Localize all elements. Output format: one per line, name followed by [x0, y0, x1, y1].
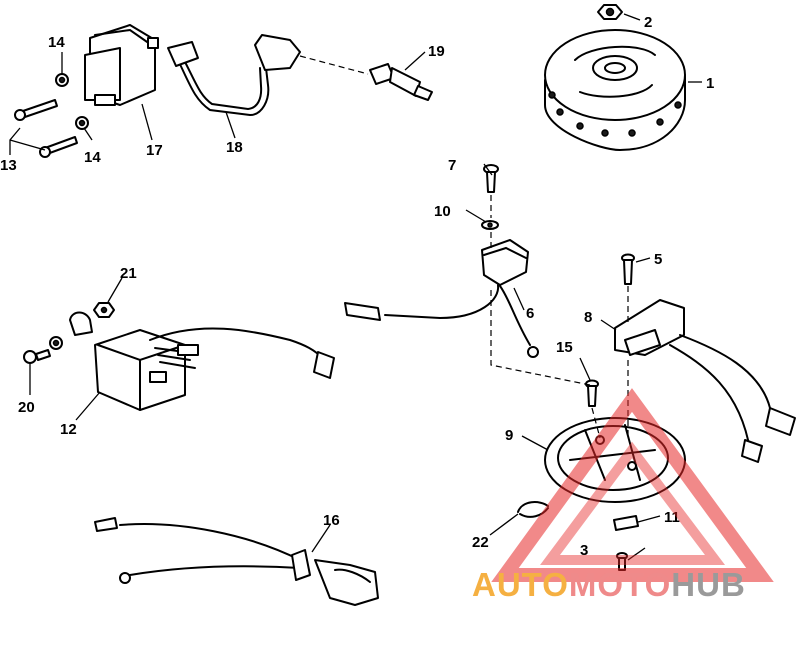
screw-part-15	[585, 379, 599, 407]
callout-20: 20	[18, 399, 35, 416]
watermark-auto: AUTO	[472, 566, 569, 603]
watermark-hub: HUB	[671, 566, 746, 603]
callout-16: 16	[323, 512, 340, 529]
screw-part-5	[621, 253, 635, 285]
watermark-triangle-inner	[540, 441, 726, 565]
screw-part-13-lower	[39, 136, 78, 158]
callout-8: 8	[584, 309, 592, 326]
callout-13: 13	[0, 157, 17, 174]
watermark-triangle-outer	[491, 388, 774, 582]
callout-9: 9	[505, 427, 513, 444]
leader-lines	[9, 13, 702, 561]
callout-14-upper: 14	[48, 34, 65, 51]
callout-10: 10	[434, 203, 451, 220]
flywheel-nut-part-2	[597, 4, 623, 20]
sensor-coil-part-6	[344, 239, 539, 358]
callout-labels: 1 2 3 5 6 7 8 9 10 11 12 13 14 14 15 16 …	[0, 14, 714, 559]
clamp-part-11	[613, 515, 639, 531]
washer-part-14-upper	[55, 73, 69, 87]
screw-part-3	[616, 552, 628, 571]
charge-coil-part-8	[614, 299, 796, 463]
callout-6: 6	[526, 305, 534, 322]
washer-part-14-lower	[75, 116, 89, 130]
svg-text:AUTOMOTOHUB: AUTOMOTOHUB	[472, 566, 746, 603]
washer-part-10	[481, 220, 499, 230]
callout-7: 7	[448, 157, 456, 174]
callout-15: 15	[556, 339, 573, 356]
spark-plug-part-19	[299, 55, 433, 101]
callout-12: 12	[60, 421, 77, 438]
callout-14-lower: 14	[84, 149, 101, 166]
callout-21: 21	[120, 265, 137, 282]
screw-part-7	[483, 164, 499, 193]
callout-3: 3	[580, 542, 588, 559]
spark-plug-lead-part-18	[167, 34, 301, 117]
callout-17: 17	[146, 142, 163, 159]
flywheel-part-1	[544, 29, 686, 151]
screw-part-13-upper	[14, 99, 58, 121]
callout-19: 19	[428, 43, 445, 60]
watermark-moto: MOTO	[569, 566, 671, 603]
wiring-harness-part-16	[94, 517, 379, 606]
ignition-coil-part-17	[84, 24, 159, 106]
callout-2: 2	[644, 14, 652, 31]
callout-11: 11	[664, 509, 680, 526]
callout-1: 1	[706, 75, 714, 92]
automotohub-watermark: AUTOMOTOHUB	[472, 388, 774, 603]
power-pack-part-12	[69, 311, 335, 411]
callout-22: 22	[472, 534, 489, 551]
screw-part-20	[23, 336, 63, 364]
callout-5: 5	[654, 251, 662, 268]
alignment-lines	[490, 195, 629, 439]
callout-18: 18	[226, 139, 243, 156]
nut-part-21	[93, 302, 115, 318]
